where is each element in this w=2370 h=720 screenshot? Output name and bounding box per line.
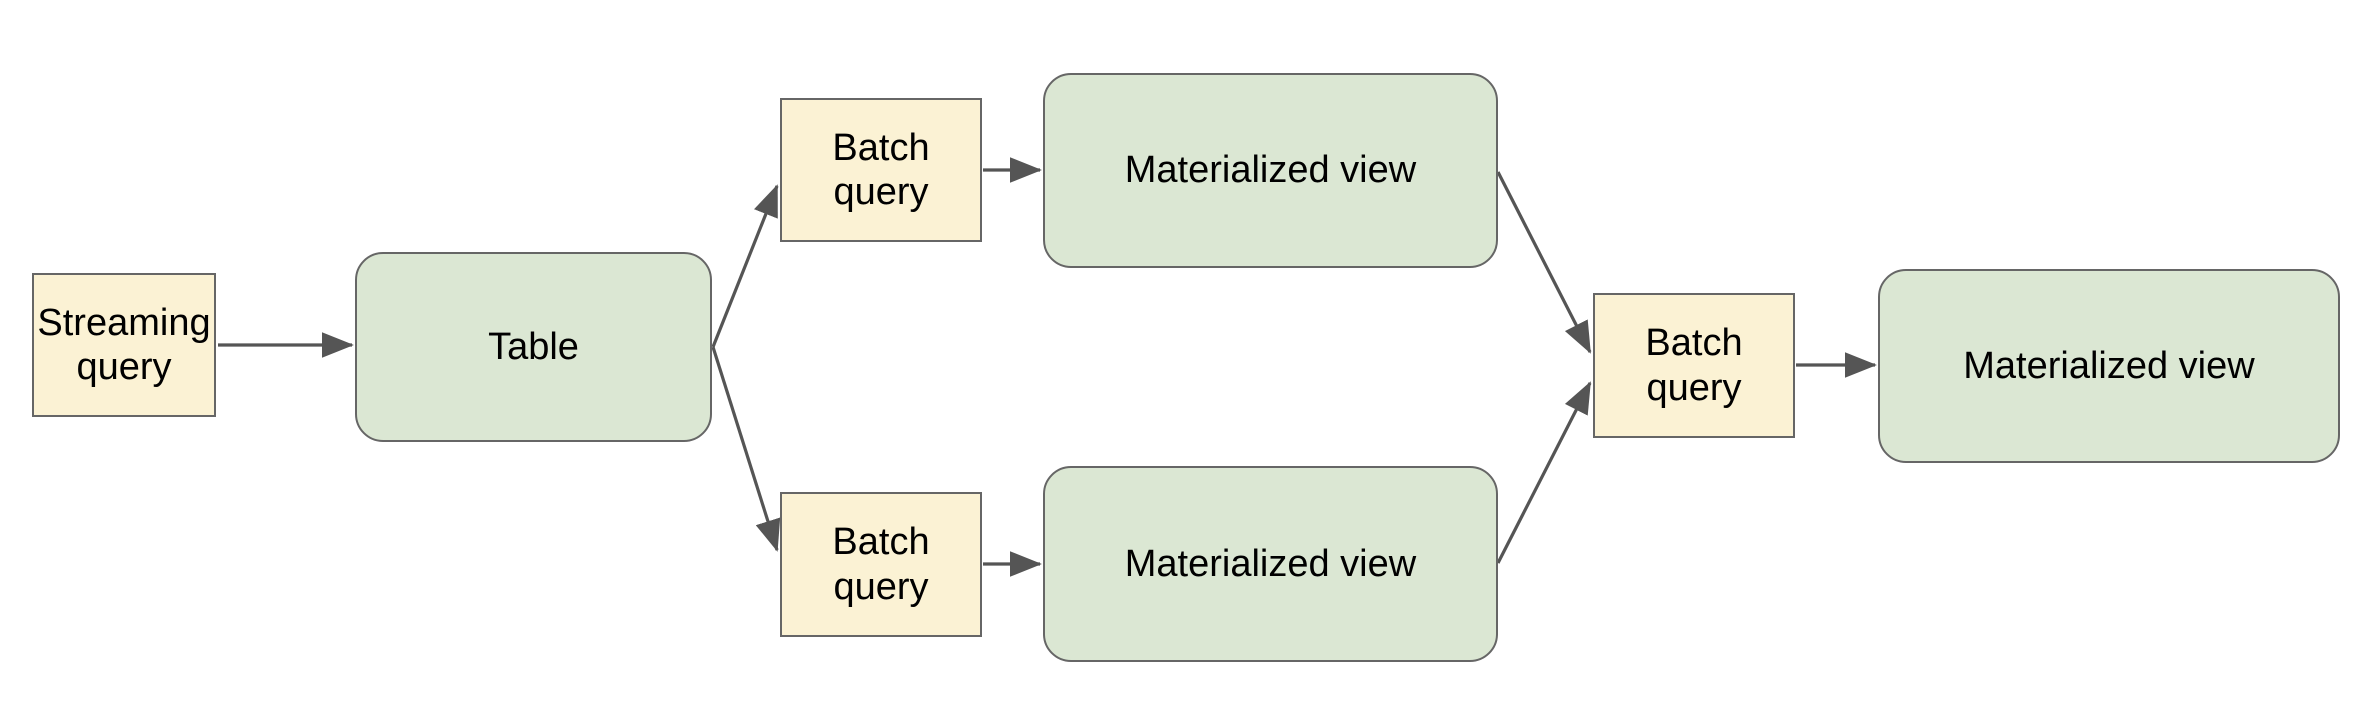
- node-materialized-view-right[interactable]: Materialized view: [1878, 269, 2340, 463]
- node-label-table: Table: [488, 325, 579, 368]
- node-label-batch-query-center: Batch query: [1645, 322, 1743, 409]
- node-label-streaming-query: Streaming query: [37, 301, 211, 388]
- edge-table-to-batch-top: [711, 184, 779, 348]
- node-label-materialized-view-right: Materialized view: [1963, 344, 2255, 387]
- node-materialized-view-bottom[interactable]: Materialized view: [1043, 466, 1498, 662]
- node-materialized-view-top[interactable]: Materialized view: [1043, 73, 1498, 268]
- node-label-batch-query-bottom: Batch query: [832, 521, 930, 608]
- edge-mv-top-to-batch-center: [1496, 171, 1592, 354]
- node-batch-query-bottom[interactable]: Batch query: [780, 492, 982, 637]
- node-label-batch-query-top: Batch query: [832, 126, 930, 213]
- node-batch-query-top[interactable]: Batch query: [780, 98, 982, 242]
- node-label-materialized-view-bottom: Materialized view: [1124, 542, 1417, 585]
- node-streaming-query[interactable]: Streaming query: [32, 273, 216, 417]
- node-label-materialized-view-top: Materialized view: [1124, 149, 1417, 192]
- edge-table-to-batch-bottom: [711, 346, 781, 552]
- node-table[interactable]: Table: [355, 252, 712, 442]
- edge-mv-bottom-to-batch-center: [1496, 381, 1592, 564]
- node-batch-query-center[interactable]: Batch query: [1593, 293, 1795, 438]
